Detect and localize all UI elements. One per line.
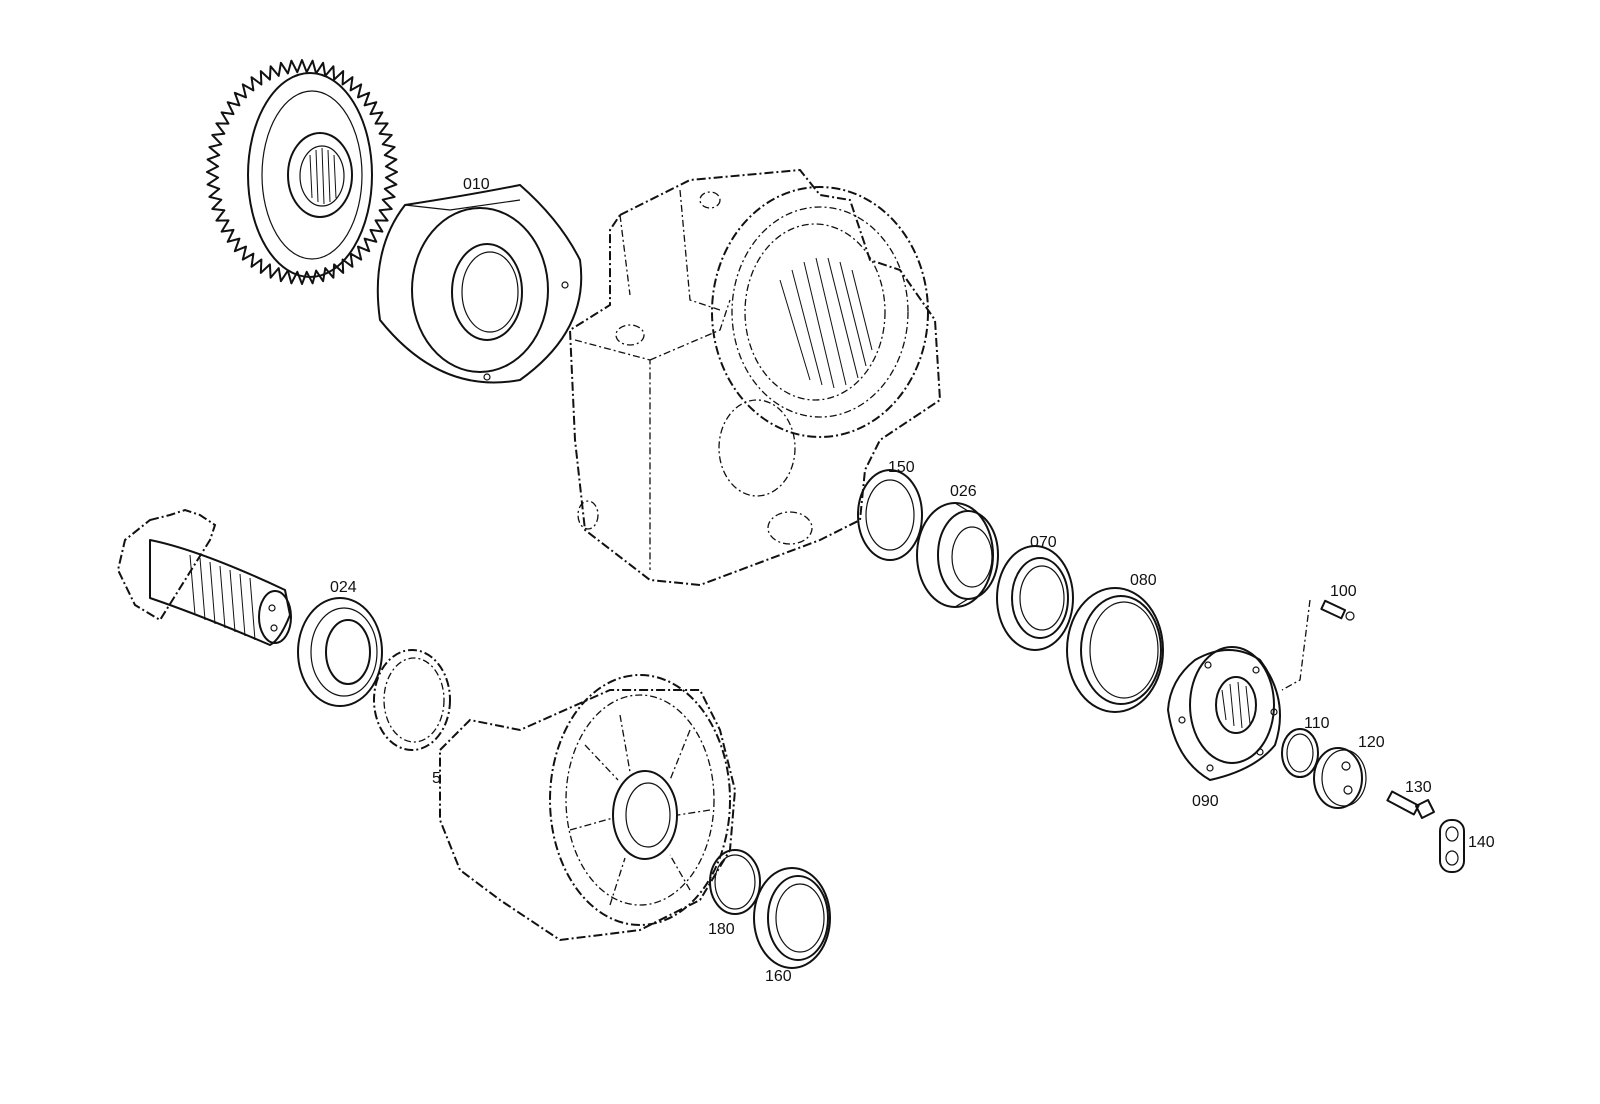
o-ring-110 (1281, 728, 1319, 778)
label-160: 160 (765, 968, 792, 985)
label-5: 5 (432, 770, 441, 787)
bolt-130 (1386, 790, 1435, 819)
bearing-024 (297, 597, 383, 707)
part-labels: 010 024 026 070 080 090 100 110 120 130 … (330, 176, 1495, 985)
seal-070 (996, 545, 1074, 651)
lock-plate-140 (1439, 819, 1465, 873)
pin-100 (1281, 599, 1355, 691)
seal-ring-080 (1066, 587, 1164, 713)
label-070: 070 (1030, 534, 1057, 551)
label-026: 026 (950, 483, 977, 500)
washer-120 (1313, 747, 1367, 809)
lower-housing (439, 674, 737, 942)
label-010: 010 (463, 176, 490, 193)
label-140: 140 (1468, 834, 1495, 851)
label-120: 120 (1358, 734, 1385, 751)
flange-090 (1167, 646, 1281, 781)
label-080: 080 (1130, 572, 1157, 589)
label-130: 130 (1405, 779, 1432, 796)
spur-gear (206, 59, 398, 285)
main-housing (568, 168, 942, 587)
pinion-shaft (116, 508, 292, 646)
bearing-026 (916, 502, 999, 608)
label-024: 024 (330, 579, 357, 596)
label-110: 110 (1304, 715, 1330, 732)
label-150: 150 (888, 459, 915, 476)
o-ring-180 (709, 849, 761, 915)
ring-150 (857, 469, 923, 561)
shim-ring (373, 649, 451, 751)
label-100: 100 (1330, 583, 1357, 600)
label-090: 090 (1192, 793, 1219, 810)
seal-160 (753, 867, 831, 969)
label-180: 180 (708, 921, 735, 938)
carrier-disc (376, 184, 583, 384)
